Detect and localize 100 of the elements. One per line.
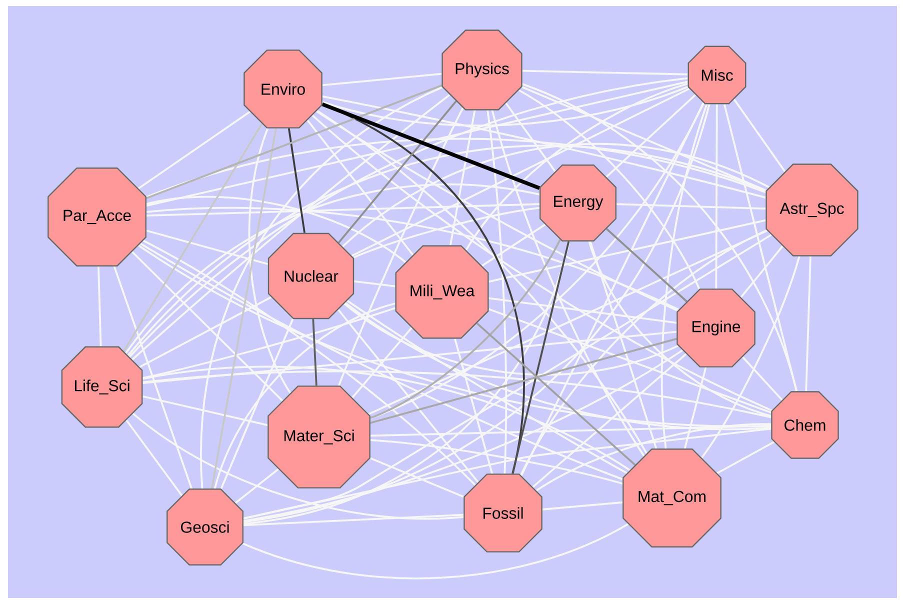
edge-line xyxy=(505,102,556,172)
octagon-node: Energy xyxy=(540,164,616,242)
edge-line xyxy=(588,241,772,417)
edge-line xyxy=(234,468,279,504)
edge-line xyxy=(723,104,798,392)
edge-line xyxy=(243,234,772,520)
edge-line xyxy=(142,240,476,486)
edge-line xyxy=(536,423,772,492)
edge-line xyxy=(701,256,800,458)
edge-line xyxy=(368,230,768,415)
edge-line xyxy=(140,242,623,480)
edge-line xyxy=(146,196,406,264)
edge-line xyxy=(370,239,561,419)
octagon-node: Astr_Spc xyxy=(766,164,858,256)
edge-line xyxy=(481,224,546,267)
edge-line xyxy=(542,501,623,510)
edge-line xyxy=(248,128,292,394)
edge-line xyxy=(210,128,277,489)
edge-line xyxy=(616,203,766,210)
edge-line xyxy=(353,206,540,258)
octagon-node: Engine xyxy=(676,288,756,368)
edge-line xyxy=(138,110,251,190)
edge-line xyxy=(127,144,766,356)
edge-line xyxy=(146,203,540,216)
edge-line xyxy=(532,353,687,488)
edge-line xyxy=(733,98,786,172)
edge-line xyxy=(146,84,442,199)
edge-line xyxy=(449,110,476,246)
edge-line xyxy=(131,251,284,402)
edge-line xyxy=(488,219,766,283)
edge-line xyxy=(476,322,636,466)
edge-line xyxy=(660,104,708,449)
edge-line xyxy=(200,86,443,489)
octagon-node: Life_Sci xyxy=(61,346,143,428)
edge-line xyxy=(125,184,540,354)
edge-line xyxy=(454,338,494,474)
edge-line xyxy=(316,110,678,312)
edge-line xyxy=(344,302,678,376)
edge-line xyxy=(322,102,540,190)
edge-line xyxy=(606,94,696,178)
edge-line xyxy=(488,297,677,324)
edge-line xyxy=(522,86,766,192)
edge-line xyxy=(354,280,396,288)
octagon-node: Enviro xyxy=(244,50,322,128)
edge-line xyxy=(338,107,464,386)
octagon-node: Misc xyxy=(688,46,746,104)
edge-line xyxy=(243,349,684,522)
edge-line xyxy=(342,143,770,248)
edge-line xyxy=(351,88,690,257)
edge-line xyxy=(338,100,457,244)
edge-line xyxy=(518,89,700,290)
edge-line xyxy=(370,102,704,420)
edge-line xyxy=(488,308,772,414)
edge-line xyxy=(312,319,318,386)
edge-line xyxy=(520,229,768,476)
octagon-node: Mat_Com xyxy=(622,448,722,548)
edge-line xyxy=(214,302,396,489)
edge-line xyxy=(322,72,442,86)
edge-line xyxy=(142,370,772,418)
edge-line xyxy=(338,309,479,483)
edge-line xyxy=(520,102,704,476)
edge-line xyxy=(142,307,396,380)
edge-line xyxy=(220,318,294,490)
edge-line xyxy=(243,428,772,520)
edge-line xyxy=(589,241,658,449)
octagon-node: Fossil xyxy=(464,474,542,552)
edge-line xyxy=(242,523,629,580)
octagon-node: Par_Acce xyxy=(48,168,146,266)
edge-line xyxy=(742,356,783,401)
edge-line xyxy=(126,420,183,496)
edge-line xyxy=(146,80,688,207)
edge-line xyxy=(132,94,450,360)
edge-line xyxy=(491,110,645,456)
edge-line xyxy=(142,330,677,384)
edge-line xyxy=(146,230,268,266)
octagon-node: Mili_Wea xyxy=(395,245,489,339)
edge-line xyxy=(684,367,707,449)
edge-line xyxy=(122,123,263,352)
edge-line xyxy=(322,86,688,126)
edge-line xyxy=(740,246,784,298)
edge-line xyxy=(370,424,772,437)
edge-line xyxy=(132,412,464,520)
edge-line xyxy=(146,206,680,310)
edge-line xyxy=(142,395,268,426)
octagon-node: Chem xyxy=(771,391,839,459)
edge-line xyxy=(486,110,507,474)
edge-line xyxy=(288,128,306,234)
edge-line xyxy=(606,228,688,302)
edge-line xyxy=(113,266,192,489)
edge-line xyxy=(322,96,766,198)
octagon-node: Nuclear xyxy=(268,232,354,320)
edge-line xyxy=(512,241,570,474)
edge-line xyxy=(142,366,630,471)
edge-line xyxy=(346,300,628,474)
edge-line xyxy=(716,441,775,474)
edge-line xyxy=(243,241,570,525)
edge-line xyxy=(465,82,688,251)
edge-line xyxy=(805,256,812,392)
edge-line xyxy=(98,266,102,346)
edge-line xyxy=(243,104,710,523)
